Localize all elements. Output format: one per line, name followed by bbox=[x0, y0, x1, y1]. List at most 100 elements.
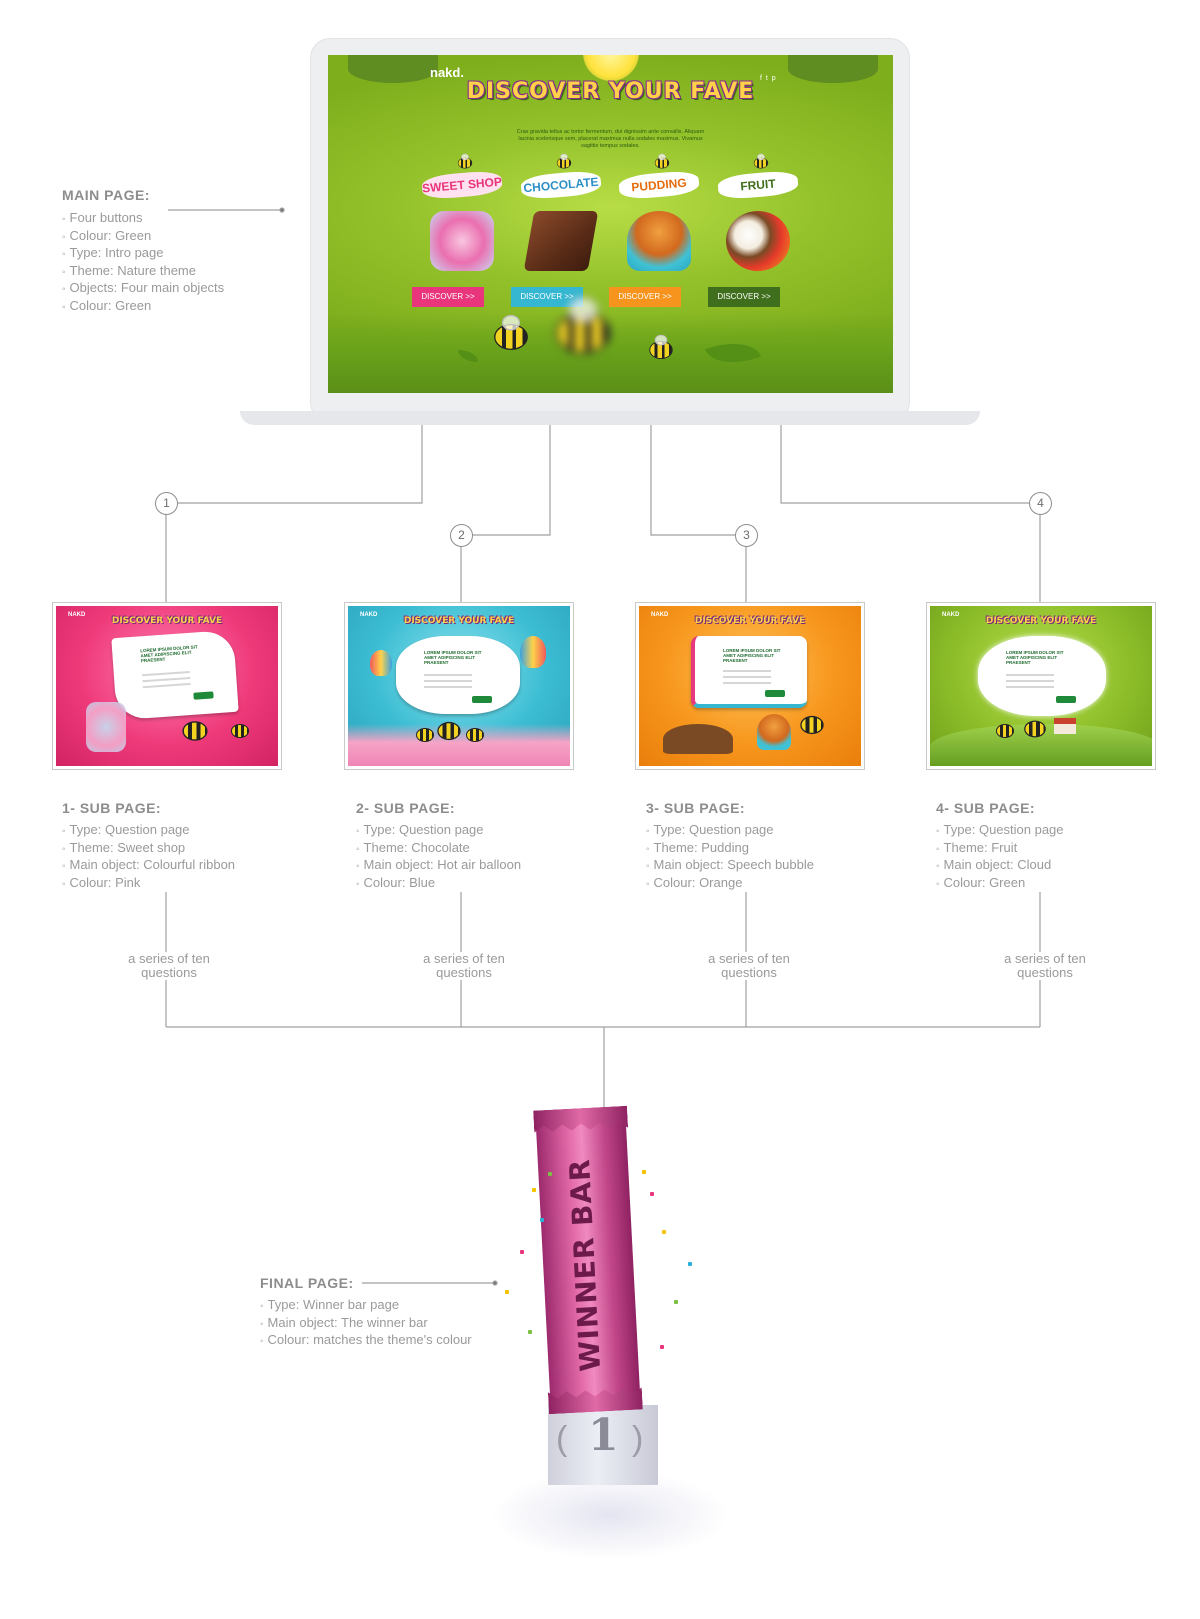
cloud-card: LOREM IPSUM DOLOR SIT AMET ADIPISCING EL… bbox=[978, 636, 1106, 716]
series-label-4: a series of ten questions bbox=[980, 952, 1110, 980]
balloon-card: LOREM IPSUM DOLOR SIT AMET ADIPISCING EL… bbox=[396, 636, 520, 714]
candy-jar-icon bbox=[86, 702, 126, 752]
ribbon-card: LOREM IPSUM DOLOR SIT AMET ADIPISCING EL… bbox=[111, 629, 239, 721]
sun-icon bbox=[583, 55, 639, 81]
question-title: LOREM IPSUM DOLOR SIT AMET ADIPISCING EL… bbox=[1006, 650, 1064, 665]
spec-item: Main object: Hot air balloon bbox=[356, 857, 522, 875]
sub-page-3-specs: Type: Question page Theme: Pudding Main … bbox=[646, 822, 814, 892]
hot-air-balloon-icon bbox=[370, 650, 392, 676]
spec-item: Main object: Cloud bbox=[936, 857, 1064, 875]
social-icons[interactable]: f t p bbox=[760, 75, 777, 82]
confetti bbox=[548, 1172, 552, 1176]
sub-page-4-label: 4- SUB PAGE: bbox=[936, 800, 1036, 816]
discover-button-fruit[interactable]: DISCOVER >> bbox=[708, 287, 780, 307]
sub-page-2-thumbnail[interactable]: NAKD DISCOVER YOUR FAVE LOREM IPSUM DOLO… bbox=[344, 602, 574, 770]
brand-logo: nakd. bbox=[430, 65, 464, 80]
spec-item: Colour: matches the theme's colour bbox=[260, 1332, 472, 1350]
sub-page-4-thumbnail[interactable]: NAKD DISCOVER YOUR FAVE LOREM IPSUM DOLO… bbox=[926, 602, 1156, 770]
spec-item: Colour: Green bbox=[62, 228, 224, 246]
discover-button-pudding[interactable]: DISCOVER >> bbox=[609, 287, 681, 307]
page-title: DISCOVER YOUR FAVE bbox=[466, 79, 755, 104]
laurel-left-icon: ( bbox=[556, 1420, 568, 1458]
cupcake-icon bbox=[627, 211, 691, 271]
category-fruit: FRUIT DISCOVER >> bbox=[708, 153, 808, 363]
thumb-title: DISCOVER YOUR FAVE bbox=[694, 616, 806, 626]
next-button bbox=[765, 690, 785, 697]
bee-icon bbox=[649, 334, 673, 359]
bee-icon bbox=[494, 314, 528, 350]
spec-item: Colour: Blue bbox=[356, 875, 521, 893]
spec-item: Type: Question page bbox=[646, 822, 814, 840]
bee-icon bbox=[437, 721, 461, 741]
category-chocolate: CHOCOLATE DISCOVER >> bbox=[511, 153, 611, 363]
intro-text: Cras gravida tellus ac tortor fermentum,… bbox=[516, 129, 705, 149]
spec-item: Theme: Pudding bbox=[646, 840, 814, 858]
final-page-specs: Type: Winner bar page Main object: The w… bbox=[260, 1297, 472, 1350]
hill-decoration bbox=[788, 55, 878, 83]
confetti bbox=[660, 1345, 664, 1349]
thumb-title: DISCOVER YOUR FAVE bbox=[985, 616, 1097, 626]
cupcake-icon bbox=[757, 714, 791, 750]
final-page-label: FINAL PAGE: bbox=[260, 1275, 354, 1291]
step-number: 1 bbox=[155, 492, 178, 515]
bee-icon bbox=[556, 153, 572, 169]
category-label: FRUIT bbox=[717, 169, 799, 201]
brand-logo: NAKD bbox=[360, 612, 378, 618]
spec-item: Type: Winner bar page bbox=[260, 1297, 472, 1315]
sub-page-2-label: 2- SUB PAGE: bbox=[356, 800, 456, 816]
podium-shadow bbox=[490, 1470, 730, 1560]
spec-item: Theme: Chocolate bbox=[356, 840, 521, 858]
spec-item: Colour: Green bbox=[62, 298, 224, 316]
discover-button-chocolate[interactable]: DISCOVER >> bbox=[511, 287, 583, 307]
bee-icon bbox=[555, 297, 611, 354]
series-label-2: a series of ten questions bbox=[399, 952, 529, 980]
sub-page-3-label: 3- SUB PAGE: bbox=[646, 800, 746, 816]
spec-item: Theme: Fruit bbox=[936, 840, 1064, 858]
confetti bbox=[532, 1188, 536, 1192]
confetti bbox=[662, 1230, 666, 1234]
thumb-title: DISCOVER YOUR FAVE bbox=[111, 616, 223, 626]
discover-button-sweet-shop[interactable]: DISCOVER >> bbox=[412, 287, 484, 307]
series-label-3: a series of ten questions bbox=[684, 952, 814, 980]
confetti bbox=[688, 1262, 692, 1266]
candy-jar-icon bbox=[430, 211, 494, 271]
thumb-title: DISCOVER YOUR FAVE bbox=[403, 616, 515, 626]
category-label: SWEET SHOP bbox=[421, 169, 503, 201]
spec-item: Main object: Colourful ribbon bbox=[62, 857, 235, 875]
sub-page-4-specs: Type: Question page Theme: Fruit Main ob… bbox=[936, 822, 1064, 892]
sub-page-1-thumbnail[interactable]: NAKD DISCOVER YOUR FAVE LOREM IPSUM DOLO… bbox=[52, 602, 282, 770]
sub-page-1-label: 1- SUB PAGE: bbox=[62, 800, 162, 816]
main-page-pointer-dot bbox=[279, 207, 285, 213]
bee-icon bbox=[753, 153, 769, 169]
brand-logo: NAKD bbox=[651, 612, 669, 618]
main-page-screen: nakd. f t p DISCOVER YOUR FAVE Cras grav… bbox=[328, 55, 893, 393]
confetti bbox=[642, 1170, 646, 1174]
hill-decoration bbox=[348, 55, 438, 83]
laptop-base bbox=[240, 411, 980, 425]
chocolate-icon bbox=[523, 211, 599, 271]
step-number: 3 bbox=[735, 524, 758, 547]
category-sweet-shop: SWEET SHOP DISCOVER >> bbox=[412, 153, 512, 363]
confetti bbox=[520, 1250, 524, 1254]
bee-icon bbox=[466, 728, 484, 742]
house-icon bbox=[1054, 718, 1076, 734]
spec-item: Type: Question page bbox=[936, 822, 1064, 840]
laurel-right-icon: ) bbox=[632, 1420, 644, 1458]
podium-number: 1 bbox=[588, 1410, 619, 1461]
spec-item: Type: Question page bbox=[62, 822, 235, 840]
series-label-1: a series of ten questions bbox=[104, 952, 234, 980]
main-page-label: MAIN PAGE: bbox=[62, 187, 150, 203]
question-title: LOREM IPSUM DOLOR SIT AMET ADIPISCING EL… bbox=[424, 650, 482, 665]
fruit-icon bbox=[726, 211, 790, 271]
brand-logo: NAKD bbox=[942, 612, 960, 618]
sub-page-3-thumbnail[interactable]: NAKD DISCOVER YOUR FAVE LOREM IPSUM DOLO… bbox=[635, 602, 865, 770]
hot-air-balloon-icon bbox=[520, 636, 546, 668]
spec-item: Four buttons bbox=[62, 210, 224, 228]
spec-item: Main object: The winner bar bbox=[260, 1315, 472, 1333]
category-label: PUDDING bbox=[618, 169, 700, 201]
next-button bbox=[1056, 696, 1076, 703]
spec-item: Theme: Sweet shop bbox=[62, 840, 235, 858]
bee-icon bbox=[457, 153, 473, 169]
bee-icon bbox=[654, 153, 670, 169]
sub-page-1-specs: Type: Question page Theme: Sweet shop Ma… bbox=[62, 822, 235, 892]
